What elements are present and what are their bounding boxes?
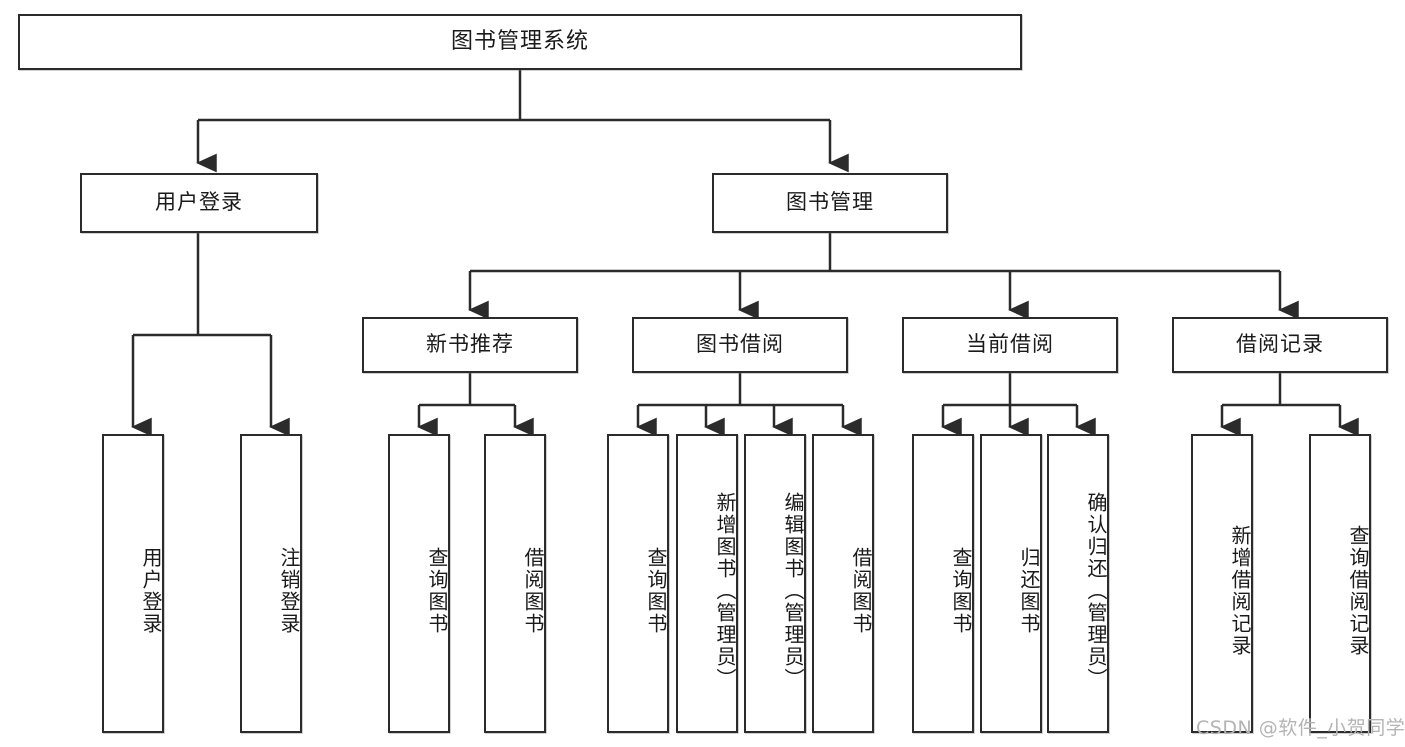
node-label: 新增图书（管理员） (713, 491, 737, 690)
node-label: 图书管理 (786, 190, 874, 215)
leaf-return-book[interactable]: 归还图书 (980, 434, 1042, 733)
leaf-query-book-3[interactable]: 查询图书 (912, 434, 974, 733)
node-label: 借阅图书 (849, 546, 873, 635)
node-label: 确认归还（管理员） (1084, 491, 1108, 690)
leaf-borrow-book-1[interactable]: 借阅图书 (484, 434, 546, 733)
node-label: 当前借阅 (966, 332, 1054, 357)
leaf-query-borrow-record[interactable]: 查询借阅记录 (1309, 434, 1371, 733)
node-label: 查询图书 (644, 546, 668, 635)
node-label: 归还图书 (1017, 546, 1041, 635)
leaf-add-book[interactable]: 新增图书（管理员） (676, 434, 738, 733)
node-book-borrow[interactable]: 图书借阅 (632, 317, 848, 373)
node-book-manage[interactable]: 图书管理 (712, 173, 948, 233)
node-current-borrow[interactable]: 当前借阅 (902, 317, 1118, 373)
node-user-login[interactable]: 用户登录 (80, 173, 318, 233)
leaf-add-borrow-record[interactable]: 新增借阅记录 (1191, 434, 1253, 733)
csdn-watermark: CSDN @软件_小贺同学 (1196, 717, 1405, 739)
node-borrow-record[interactable]: 借阅记录 (1172, 317, 1388, 373)
node-label: 借阅图书 (521, 546, 545, 635)
leaf-user-logout[interactable]: 注销登录 (240, 434, 302, 733)
node-label: 新增借阅记录 (1228, 524, 1252, 657)
node-label: 注销登录 (277, 546, 301, 635)
node-label: 用户登录 (139, 546, 163, 635)
node-label: 查询借阅记录 (1346, 524, 1370, 657)
node-label: 新书推荐 (426, 332, 514, 357)
node-label: 查询图书 (425, 546, 449, 635)
node-new-book-recommend[interactable]: 新书推荐 (362, 317, 578, 373)
leaf-borrow-book-2[interactable]: 借阅图书 (812, 434, 874, 733)
node-label: 用户登录 (155, 190, 243, 215)
leaf-confirm-return[interactable]: 确认归还（管理员） (1047, 434, 1109, 733)
leaf-edit-book[interactable]: 编辑图书（管理员） (744, 434, 806, 733)
node-root-book-management-system[interactable]: 图书管理系统 (18, 14, 1022, 70)
node-label: 图书管理系统 (450, 28, 589, 54)
node-label: 图书借阅 (696, 332, 784, 357)
leaf-user-login[interactable]: 用户登录 (102, 434, 164, 733)
node-label: 借阅记录 (1236, 332, 1324, 357)
node-label: 查询图书 (949, 546, 973, 635)
leaf-query-book-2[interactable]: 查询图书 (607, 434, 669, 733)
node-label: 编辑图书（管理员） (781, 491, 805, 690)
leaf-query-book-1[interactable]: 查询图书 (388, 434, 450, 733)
